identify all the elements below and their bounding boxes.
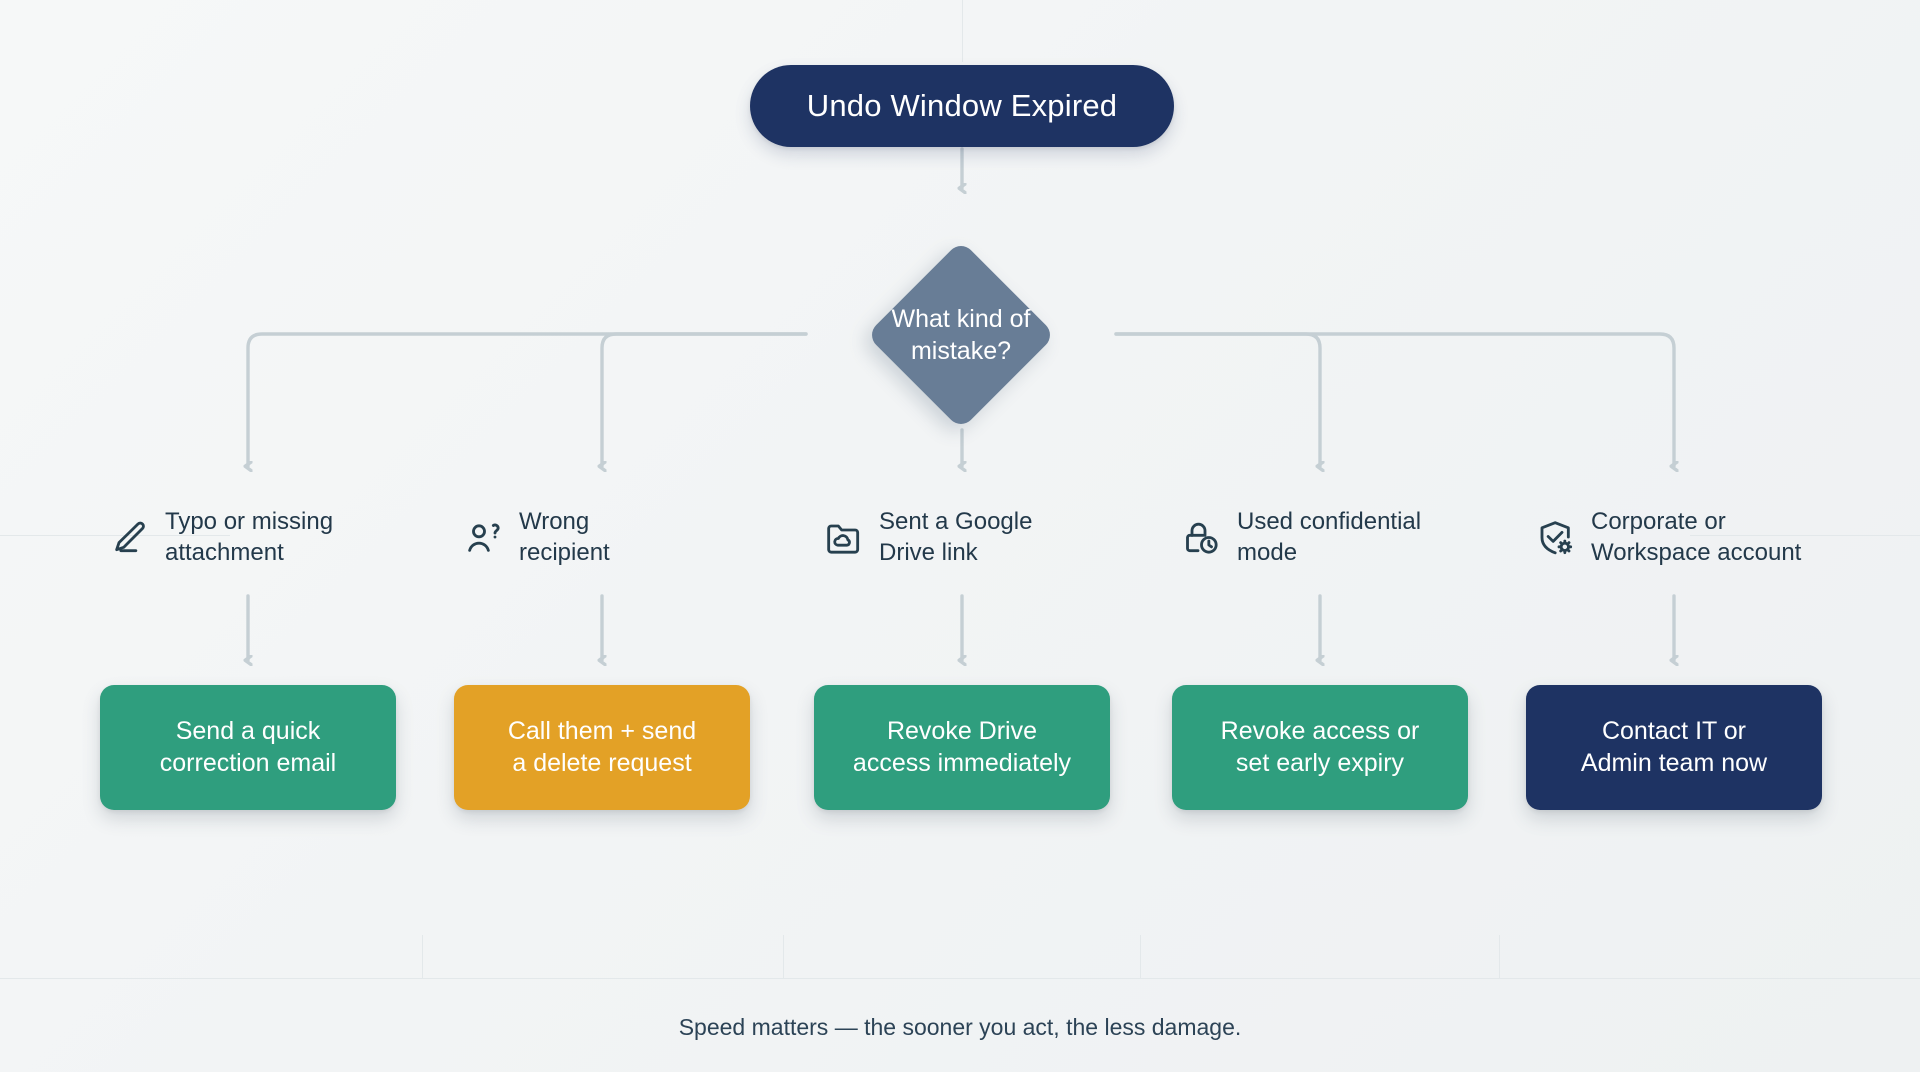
branch-head-5[interactable]: Corporate or Workspace account [1526,500,1856,576]
outcome-box-4[interactable]: Revoke access or set early expiry [1172,685,1468,810]
outcome-box-1[interactable]: Send a quick correction email [100,685,396,810]
branch-label-5: Corporate or Workspace account [1591,508,1802,566]
decision-node[interactable]: What kind of mistake? [806,240,1116,430]
lock-clock-icon [1180,516,1224,560]
branch-column-5: Corporate or Workspace account [1526,500,1856,576]
shield-check-gear-icon [1534,516,1578,560]
background-gridline [1499,935,1500,979]
branch-label-3: Sent a Google Drive link [879,508,1033,566]
background-gridline [0,978,1920,979]
branch-label-1: Typo or missing attachment [165,508,334,566]
branch-column-3: Sent a Google Drive link [814,500,1144,576]
title-node-label: Undo Window Expired [806,88,1118,123]
branch-head-2[interactable]: Wrong recipient [454,500,784,576]
branch-head-3[interactable]: Sent a Google Drive link [814,500,1144,576]
title-node[interactable]: Undo Window Expired [750,65,1174,147]
branch-column-4: Used confidential mode [1172,500,1502,576]
background-gridline [783,935,784,979]
branch-label-4: Used confidential mode [1237,508,1422,566]
background-gridline [962,0,963,62]
background-gridline [1140,935,1141,979]
outcome-label-5: Contact IT or Admin team now [1580,716,1768,777]
folder-cloud-icon [822,516,866,560]
branch-head-4[interactable]: Used confidential mode [1172,500,1502,576]
background-gridline [422,935,423,979]
outcome-box-3[interactable]: Revoke Drive access immediately [814,685,1110,810]
person-question-icon [462,516,506,560]
outcome-label-4: Revoke access or set early expiry [1220,716,1420,777]
background-gridline [1690,535,1920,536]
branch-label-2: Wrong recipient [519,508,610,566]
decision-node-label: What kind of mistake? [891,305,1031,365]
outcome-box-2[interactable]: Call them + send a delete request [454,685,750,810]
branch-column-2: Wrong recipient [454,500,784,576]
footer-caption: Speed matters — the sooner you act, the … [678,1014,1242,1040]
background-gridline [0,535,230,536]
outcome-label-1: Send a quick correction email [159,716,337,777]
branch-head-1[interactable]: Typo or missing attachment [100,500,430,576]
pencil-edit-icon [108,516,152,560]
outcome-label-3: Revoke Drive access immediately [852,716,1072,777]
outcome-box-5[interactable]: Contact IT or Admin team now [1526,685,1822,810]
branch-column-1: Typo or missing attachment [100,500,430,576]
outcome-label-2: Call them + send a delete request [507,716,697,777]
